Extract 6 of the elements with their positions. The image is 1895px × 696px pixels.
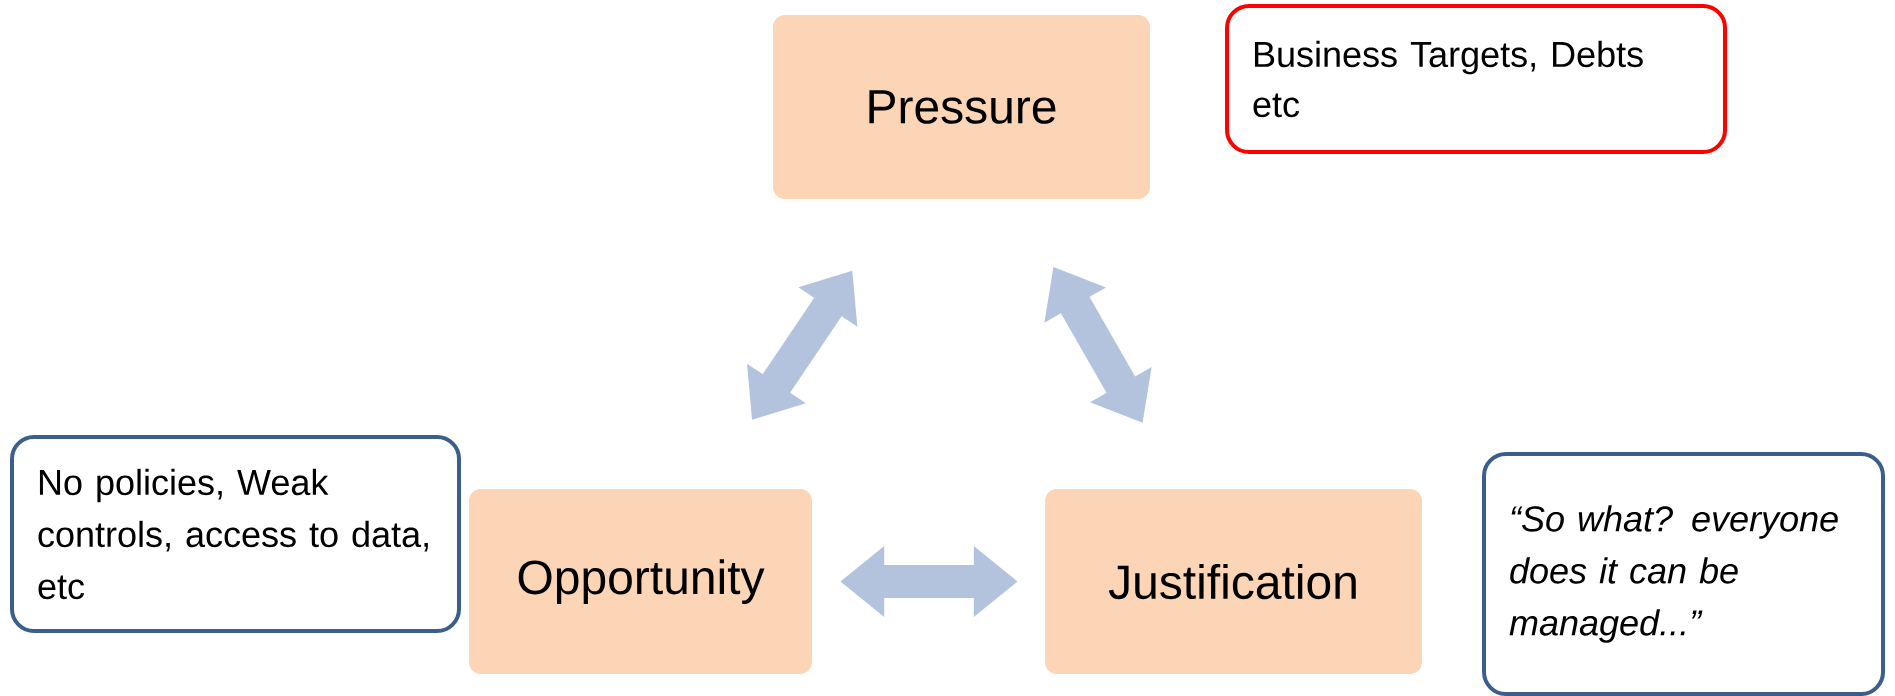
process-box: Opportunity [469, 489, 812, 674]
callout-box: No policies, Weak controls, access to data, etc [10, 435, 461, 633]
callout-box: Business Targets, Debts etc [1225, 4, 1727, 154]
process-box: Pressure [773, 15, 1150, 199]
process-box: Justification [1045, 489, 1422, 674]
callout-box: “So what? everyone does it can be managed...” [1482, 452, 1885, 696]
